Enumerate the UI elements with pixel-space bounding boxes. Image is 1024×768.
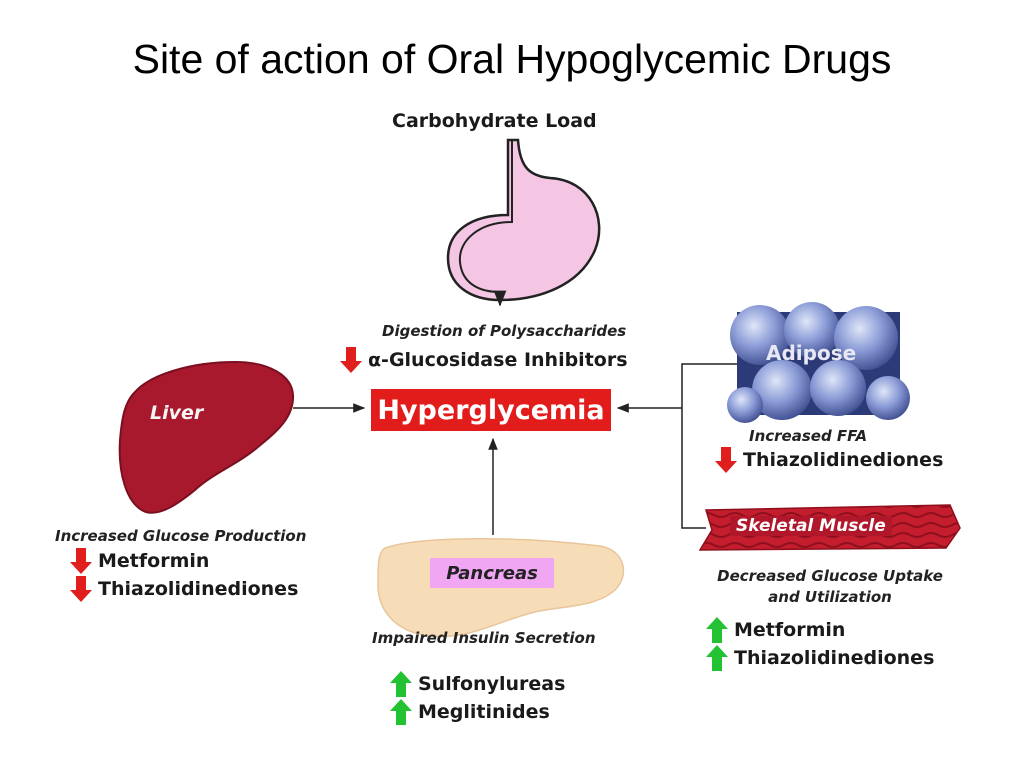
adipose-label: Adipose [766, 341, 857, 365]
drug-name: Meglitinides [418, 701, 550, 723]
drug-name: α-Glucosidase Inhibitors [368, 349, 628, 371]
green-up-arrow-icon [706, 617, 728, 643]
slide-title: Site of action of Oral Hypoglycemic Drug… [132, 36, 892, 82]
hyperglycemia-box: Hyperglycemia [371, 389, 611, 431]
drug-muscle-thiazolidinediones: Thiazolidinediones [706, 645, 934, 671]
skeletal-muscle-caption-line1: Decreased Glucose Uptake [717, 567, 943, 585]
drug-liver-thiazolidinediones: Thiazolidinediones [70, 576, 298, 602]
liver-caption: Increased Glucose Production [55, 527, 307, 545]
drug-pancreas-meglitinides: Meglitinides [390, 699, 550, 725]
red-down-arrow-icon [70, 548, 92, 574]
skeletal-muscle-label: Skeletal Muscle [730, 516, 892, 536]
red-down-arrow-icon [70, 576, 92, 602]
pancreas-label: Pancreas [430, 558, 554, 588]
drug-adipose-thiazolidinediones: Thiazolidinediones [715, 447, 943, 473]
drug-alpha-glucosidase: α-Glucosidase Inhibitors [340, 347, 628, 373]
carbohydrate-load-label: Carbohydrate Load [392, 110, 597, 132]
green-up-arrow-icon [390, 699, 412, 725]
drug-muscle-metformin: Metformin [706, 617, 845, 643]
skeletal-muscle-caption-line2: and Utilization [768, 588, 892, 606]
drug-name: Thiazolidinediones [98, 578, 299, 600]
adipose-caption: Increased FFA [749, 427, 868, 445]
drug-name: Thiazolidinediones [743, 449, 944, 471]
connector-lines [293, 363, 737, 535]
drug-pancreas-sulfonylureas: Sulfonylureas [390, 671, 565, 697]
liver-label: Liver [150, 402, 204, 424]
green-up-arrow-icon [706, 645, 728, 671]
stomach-illustration [446, 138, 601, 307]
drug-name: Metformin [734, 619, 846, 641]
adipose-illustration [727, 302, 910, 423]
digestion-caption: Digestion of Polysaccharides [382, 322, 627, 340]
green-up-arrow-icon [390, 671, 412, 697]
liver-illustration [118, 360, 295, 514]
red-down-arrow-icon [340, 347, 362, 373]
drug-name: Metformin [98, 550, 210, 572]
pancreas-caption: Impaired Insulin Secretion [372, 629, 596, 647]
drug-name: Thiazolidinediones [734, 647, 935, 669]
drug-name: Sulfonylureas [418, 673, 566, 695]
drug-liver-metformin: Metformin [70, 548, 209, 574]
red-down-arrow-icon [715, 447, 737, 473]
